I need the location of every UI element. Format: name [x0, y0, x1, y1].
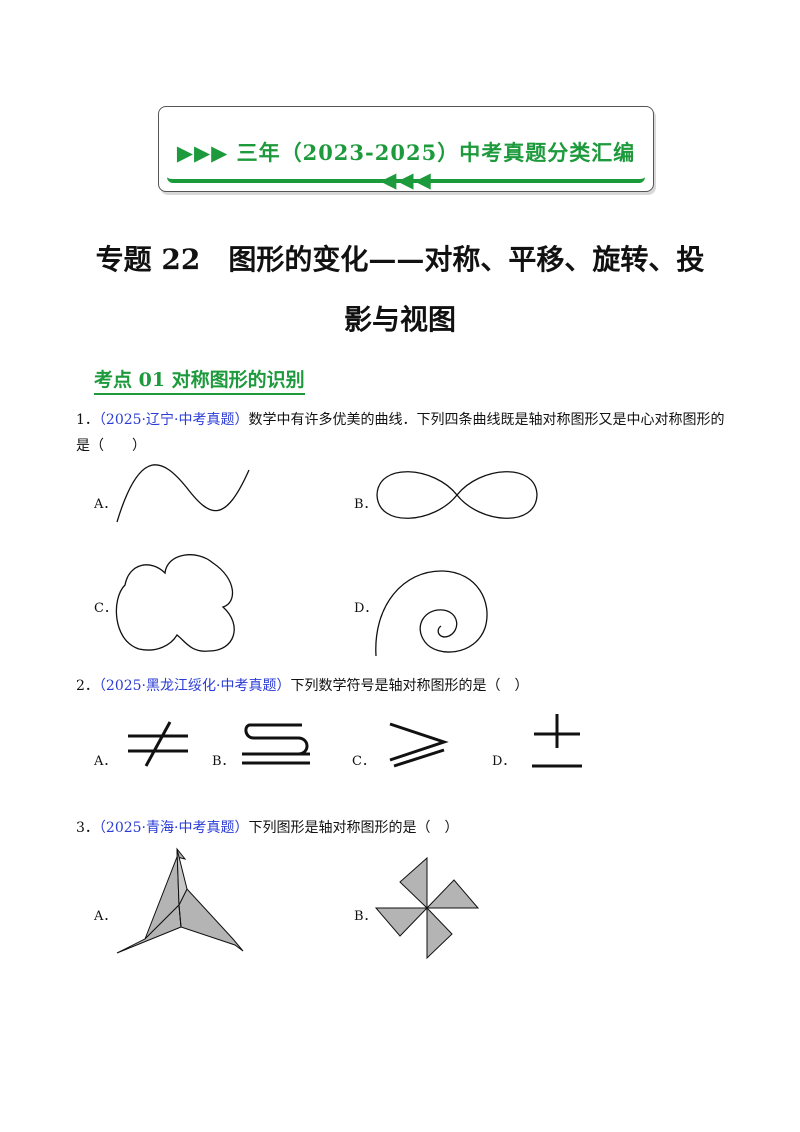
- q2-option-d[interactable]: D．: [492, 754, 516, 769]
- question-number: 1．: [76, 412, 99, 428]
- question-source: （2025·黑龙江绥化·中考真题）: [98, 678, 291, 694]
- q2-figure-b-approx-equal-sign: [242, 723, 310, 765]
- question-source: （2025·辽宁·中考真题）: [98, 412, 249, 428]
- q1-figure-a-sine-curve: [116, 464, 250, 523]
- q3-figure-a-three-blade-shape: [116, 847, 244, 954]
- question-text: 下列图形是轴对称图形的是（ ）: [248, 820, 459, 836]
- question-2: 2．（2025·黑龙江绥化·中考真题）下列数学符号是轴对称图形的是（ ）: [76, 673, 736, 699]
- banner-title: 三年（2023-2025）中考真题分类汇编: [236, 140, 636, 165]
- q2-figure-d-plus-minus-sign: [532, 714, 582, 768]
- question-text: 数学中有许多优美的曲线．下列四条曲线既是轴对称图形又是中心对称图形的: [248, 412, 725, 428]
- question-number: 3．: [76, 820, 99, 836]
- banner-text-row: ▶▶▶ 三年（2023-2025）中考真题分类汇编 ◀◀◀: [159, 137, 653, 192]
- banner-underline: [167, 115, 645, 183]
- question-source: （2025·青海·中考真题）: [98, 820, 249, 836]
- question-number: 2．: [76, 678, 99, 694]
- page-title-line2: 影与视图: [343, 303, 456, 336]
- q2-option-b[interactable]: B．: [212, 754, 235, 769]
- section-heading: 考点 01 对称图形的识别: [94, 365, 305, 395]
- question-text: 下列数学符号是轴对称图形的是（ ）: [290, 678, 529, 694]
- q2-option-a[interactable]: A．: [94, 754, 117, 769]
- left-arrows-icon: ▶▶▶: [176, 140, 229, 165]
- q1-figure-c-three-lobe-curve: [115, 554, 235, 652]
- question-text-cont: 是（ ）: [76, 438, 146, 454]
- q3-option-b[interactable]: B．: [354, 909, 377, 924]
- q1-option-c[interactable]: C．: [94, 601, 117, 616]
- q3-option-a[interactable]: A．: [94, 909, 117, 924]
- right-arrows-icon: ◀◀◀: [380, 167, 432, 192]
- q1-option-a[interactable]: A．: [94, 497, 117, 512]
- q1-figure-b-lemniscate: [376, 471, 538, 519]
- page-title-line1: 专题 22 图形的变化——对称、平移、旋转、投: [95, 243, 705, 276]
- q2-figure-c-greater-equal-sign: [389, 722, 449, 768]
- q1-option-b[interactable]: B．: [354, 497, 377, 512]
- question-1: 1．（2025·辽宁·中考真题）数学中有许多优美的曲线．下列四条曲线既是轴对称图…: [76, 407, 736, 459]
- header-banner: ▶▶▶ 三年（2023-2025）中考真题分类汇编 ◀◀◀: [158, 106, 654, 192]
- q1-figure-d-spiral: [375, 570, 488, 657]
- q3-figure-b-pinwheel: [374, 856, 480, 960]
- q2-figure-a-not-equal-sign: [128, 721, 188, 767]
- question-3: 3．（2025·青海·中考真题）下列图形是轴对称图形的是（ ）: [76, 815, 736, 841]
- q1-option-d[interactable]: D．: [354, 601, 378, 616]
- q2-option-c[interactable]: C．: [352, 754, 375, 769]
